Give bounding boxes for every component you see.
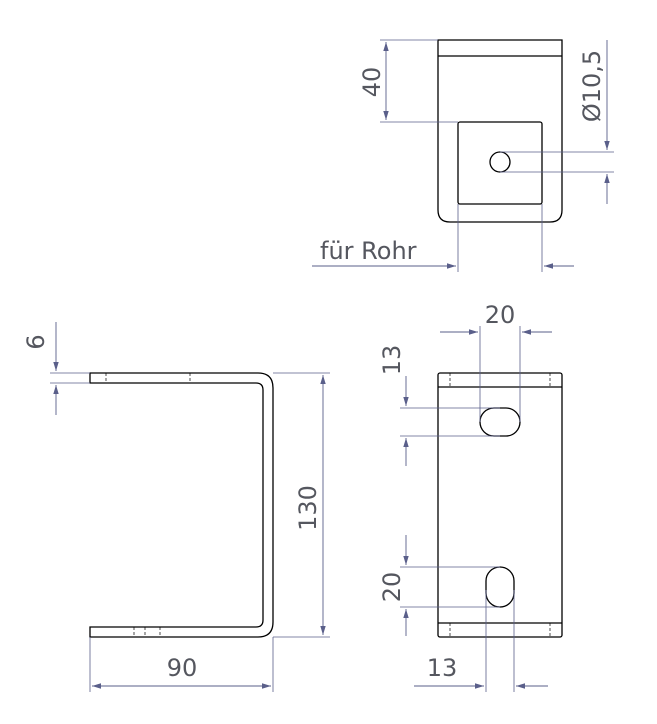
top-dia-label: Ø10,5 bbox=[578, 50, 606, 122]
side-view: 6 130 90 bbox=[22, 322, 330, 692]
front-view: 20 13 20 13 bbox=[378, 301, 563, 692]
front-lower-slot bbox=[485, 566, 515, 608]
front-13-bottom-label: 13 bbox=[427, 654, 458, 682]
top-view-outline bbox=[437, 39, 563, 223]
top-view-inner-square bbox=[457, 121, 543, 205]
side-130-label: 130 bbox=[294, 485, 322, 531]
top-view-hole bbox=[489, 151, 511, 173]
front-view-outline bbox=[437, 372, 563, 638]
side-90-label: 90 bbox=[167, 654, 198, 682]
top-40-label: 40 bbox=[358, 67, 386, 98]
side-6-label: 6 bbox=[22, 334, 50, 349]
front-20-top-label: 20 bbox=[485, 301, 516, 329]
side-view-u-profile bbox=[89, 372, 274, 638]
front-20-lower-label: 20 bbox=[378, 572, 406, 603]
front-upper-slot bbox=[479, 407, 521, 437]
top-view: 40 Ø10,5 für Rohr bbox=[312, 39, 614, 272]
top-rohr-label: für Rohr bbox=[320, 237, 417, 265]
front-13-upper-label: 13 bbox=[378, 345, 406, 376]
